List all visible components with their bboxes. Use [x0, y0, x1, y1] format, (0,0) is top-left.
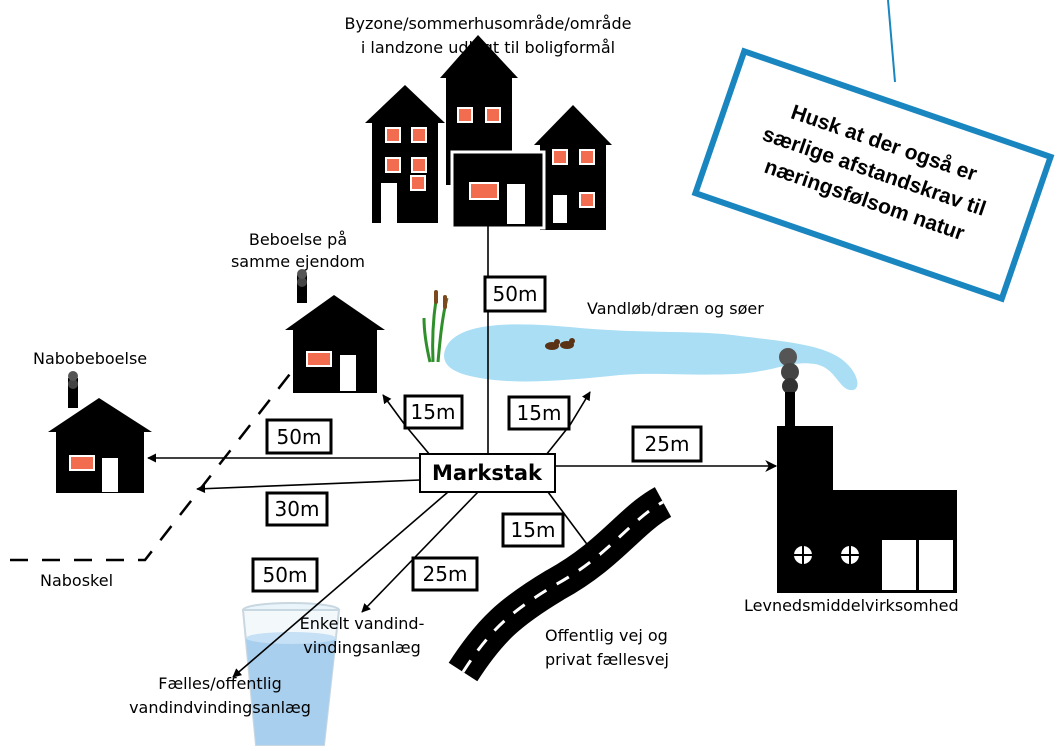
distance-box-road: 15m: [501, 512, 565, 548]
note-box: Husk at der også er særlige afstandskrav…: [691, 47, 1055, 303]
same-property-label-line2: samme ejendom: [231, 252, 365, 271]
food-business-label: Levnedsmiddelvirksomhed: [744, 596, 959, 615]
distance-box-neighbor-dwelling: 50m: [265, 418, 333, 455]
road-label-line1: Offentlig vej og: [545, 626, 668, 645]
same-property-label-line1: Beboelse på: [249, 230, 347, 249]
svg-text:25m: 25m: [423, 562, 468, 586]
distance-box-same-property: 15m: [403, 394, 464, 430]
public-water-label-line1: Fælles/offentlig: [158, 674, 282, 693]
distance-box-public-water: 50m: [251, 557, 319, 593]
svg-text:15m: 15m: [411, 400, 456, 424]
distance-box-streams: 15m: [507, 395, 571, 431]
arrow-neighbor-boundary: [196, 479, 421, 494]
arrow-single-water: [361, 491, 479, 613]
svg-text:15m: 15m: [511, 518, 556, 542]
arrow-road: [547, 491, 602, 564]
svg-text:50m: 50m: [263, 563, 308, 587]
single-water-label-line2: vindingsanlæg: [303, 638, 421, 657]
neighbor-boundary-line: [10, 369, 294, 562]
single-water-label-line1: Enkelt vandind-: [300, 614, 425, 633]
water-glass-icon: [241, 602, 341, 746]
urban-label-line2: i landzone udlagt til boligformål: [361, 38, 615, 57]
road-icon: [448, 487, 672, 682]
svg-text:50m: 50m: [493, 282, 538, 306]
neighbor-dwelling-label: Nabobeboelse: [33, 349, 147, 368]
svg-text:25m: 25m: [645, 432, 690, 456]
neighbor-house-icon: [48, 371, 152, 493]
distance-arrows: [147, 209, 778, 678]
distance-box-urban: 50m: [483, 275, 547, 313]
streams-label: Vandløb/dræn og søer: [587, 299, 764, 318]
arrow-public-water: [232, 491, 449, 678]
svg-text:15m: 15m: [517, 401, 562, 425]
public-water-label-line2: vandindvindingsanlæg: [129, 698, 311, 717]
markstak-center-box: Markstak: [419, 453, 556, 493]
markstak-label: Markstak: [432, 461, 543, 485]
pond-icon: [422, 290, 858, 391]
same-property-house-icon: [285, 269, 385, 393]
distance-box-food-business: 25m: [631, 425, 703, 463]
distance-box-single-water: 25m: [411, 556, 479, 592]
urban-houses-icon: [365, 35, 612, 230]
neighbor-boundary-label: Naboskel: [40, 571, 113, 590]
svg-text:30m: 30m: [275, 497, 320, 521]
factory-icon: [777, 348, 957, 593]
note-leader-line: [887, 0, 896, 83]
svg-text:50m: 50m: [277, 425, 322, 449]
distance-box-neighbor-boundary: 30m: [265, 491, 329, 527]
road-label-line2: privat fællesvej: [545, 650, 669, 669]
urban-label-line1: Byzone/sommerhusområde/område: [345, 14, 632, 33]
